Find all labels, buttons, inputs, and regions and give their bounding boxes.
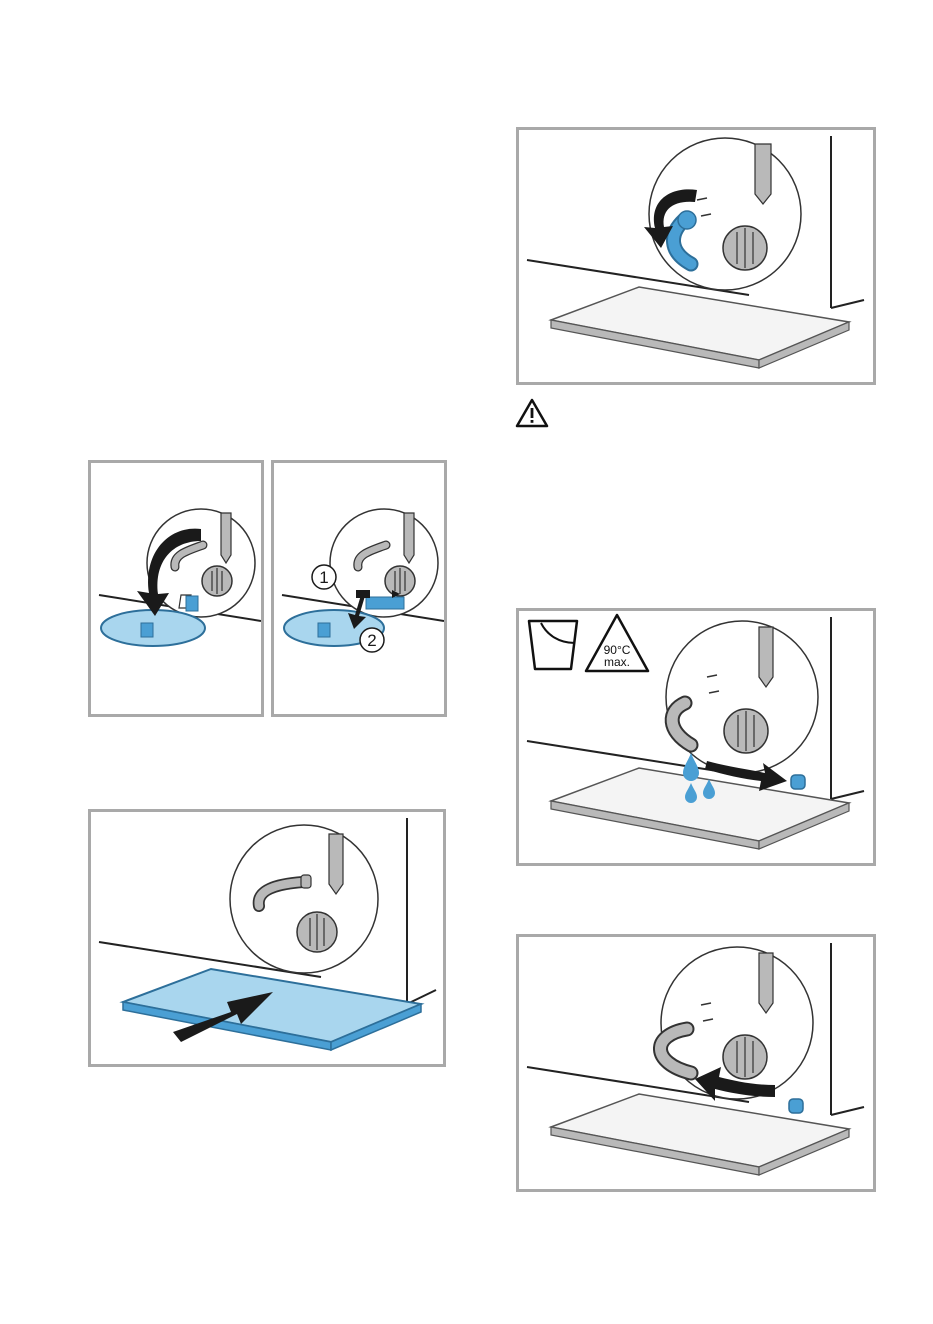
svg-text:max.: max. <box>604 655 630 669</box>
drain-plug <box>791 775 805 789</box>
svg-text:2: 2 <box>367 631 376 650</box>
open-flap-drawing <box>91 463 261 714</box>
insert-tray-drawing <box>91 812 443 1064</box>
drain-chute <box>221 513 231 563</box>
svg-text:1: 1 <box>319 568 328 587</box>
illustration-open-flap <box>88 460 264 717</box>
max-temperature-sign: 90°C max. <box>586 615 648 671</box>
warning-triangle-icon <box>515 398 549 428</box>
illustration-insert-tray <box>88 809 446 1067</box>
reinsert-plug-drawing <box>519 937 873 1189</box>
bucket-icon <box>529 621 577 669</box>
illustration-reinsert-plug <box>516 934 876 1192</box>
drain-water-drawing: 90°C max. <box>519 611 873 863</box>
illustration-drain-water: 90°C max. <box>516 608 876 866</box>
illustration-pull-hose <box>516 127 876 385</box>
drain-plug <box>789 1099 803 1113</box>
pull-hose-drawing <box>519 130 873 382</box>
open-flap-detail-drawing: 1 2 <box>274 463 444 714</box>
illustration-open-flap-detail: 1 2 <box>271 460 447 717</box>
